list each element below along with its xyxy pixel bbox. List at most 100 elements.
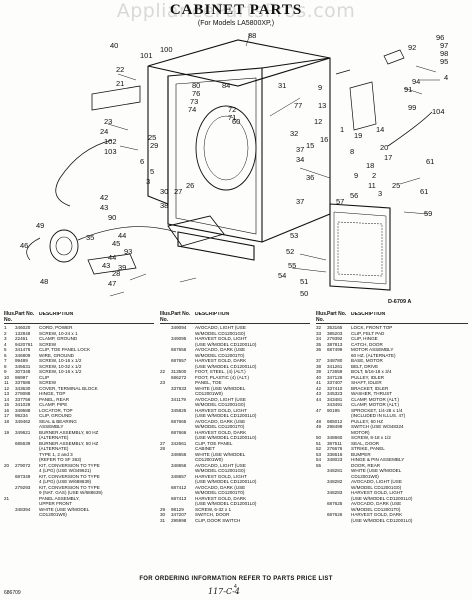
parts-row: CD12001W0): [4, 512, 154, 518]
callout-label: 26: [186, 181, 194, 190]
parts-row: CD12001W0): [160, 457, 310, 463]
part-description: CATCH, DOOR: [351, 341, 383, 347]
part-number: 347126: [327, 374, 343, 380]
illus-number: 16: [4, 407, 10, 413]
parts-row: MOTOR): [316, 430, 468, 436]
callout-label: 9: [354, 171, 358, 180]
part-number: 349621: [15, 429, 31, 435]
part-description: CLIP, FELT PAD: [351, 330, 385, 336]
part-number: 98234: [15, 413, 28, 418]
part-description: HARVEST GOLD, LIGHT: [351, 490, 403, 495]
callout-label: 38: [160, 201, 168, 210]
part-description: CLAMP, PIPE: [39, 402, 68, 407]
part-number: [15, 512, 39, 518]
part-number: 341261: [327, 363, 343, 369]
parts-row: (USE W/MODEL CD12001L0): [160, 479, 310, 485]
part-description: SCREW: [39, 341, 57, 347]
part-description: CLIP: [39, 374, 50, 380]
illus-number: 36: [316, 347, 322, 352]
illus-number: 6: [4, 352, 7, 358]
part-description: HARVEST GOLD, LIGHT: [195, 336, 247, 341]
parts-row: (USE W/MODEL CD12001L0): [160, 413, 310, 419]
part-number: 341476: [15, 347, 31, 352]
part-description: WHITE (USE W/MODEL: [39, 506, 90, 512]
part-description: WHITE (USE W/MODEL: [195, 451, 246, 457]
parts-row: 16 349588 LOCATOR, TOP: [4, 408, 154, 414]
illus-number: 23: [160, 380, 166, 385]
part-description: W/MODEL CD12001T0): [195, 352, 245, 358]
part-description: SCREW, 8-18 x 1/2: [351, 435, 391, 440]
part-number: 348281: [327, 468, 343, 473]
part-description: LOCATOR, TOP: [39, 407, 73, 413]
illus-number: 52: [316, 446, 322, 451]
part-number: 387813: [327, 341, 343, 347]
part-description: SCREW, 10-16 x 1/2: [39, 358, 82, 363]
part-number: 348394: [15, 506, 31, 512]
part-description: W/MODEL CD12001G0): [351, 484, 402, 490]
illus-number: 27: [160, 440, 166, 446]
callout-label: 84: [222, 81, 230, 90]
part-description: (REFER TO SF 363): [39, 457, 82, 462]
part-description: KIT, CONVERSION TO TYPE: [39, 484, 100, 490]
header-description: DESCRIPTION: [195, 312, 230, 317]
part-number: 338616: [327, 451, 343, 457]
callout-label: 98: [440, 49, 448, 58]
parts-row: W/MODEL CD12001T0): [160, 353, 310, 359]
parts-row: (ALTERNATE): [4, 446, 154, 452]
parts-row: CD12001W0): [160, 391, 310, 397]
part-description: DOOR, REAR: [351, 462, 381, 468]
callout-label: 103: [104, 147, 117, 156]
part-number: 295998: [171, 517, 187, 523]
hinge-clip: [383, 49, 405, 65]
part-description: AVOCADO, DARK (USE: [195, 484, 246, 490]
illus-number: 51: [316, 440, 322, 446]
part-description: W/MODEL CD12001T0): [195, 490, 245, 495]
part-description: CLIP, HINGE: [351, 336, 378, 341]
illus-number: 43: [316, 391, 322, 396]
document-code: 686709: [4, 590, 21, 596]
illus-number: 55: [316, 462, 322, 468]
illus-number: 48: [316, 418, 322, 424]
parts-row: (USE W/MODEL CD12001L0): [160, 364, 310, 370]
part-number: 385203: [327, 330, 343, 336]
cabinet-inner-edge: [175, 77, 257, 235]
illus-number: 44: [316, 396, 322, 402]
part-description: HARVEST GOLD, LIGHT: [195, 473, 247, 479]
part-description: (USE W/MODEL CD12001L0): [351, 495, 413, 501]
part-description: SCREW, 10-16 x 1/2: [39, 369, 82, 374]
column-header: Illus. No.Part No.DESCRIPTION: [316, 311, 468, 324]
illus-number: 3: [4, 336, 7, 341]
part-description: (USE W/MODEL CD12001L0): [195, 501, 257, 506]
illus-number: 14: [4, 396, 10, 402]
illus-number: 49: [316, 424, 322, 429]
part-description: (INCLUDED IN ILLUS. 47): [351, 413, 406, 418]
parts-row: 4 (LPG) (USE W/349621): [4, 468, 154, 474]
illus-number: 31: [160, 517, 166, 523]
parts-row: (USE W/MODEL CD12001L0): [160, 342, 310, 348]
callout-label: 11: [368, 181, 376, 190]
parts-row: W/MODEL CD12001T0): [160, 424, 310, 430]
part-number: 349588: [15, 407, 31, 413]
